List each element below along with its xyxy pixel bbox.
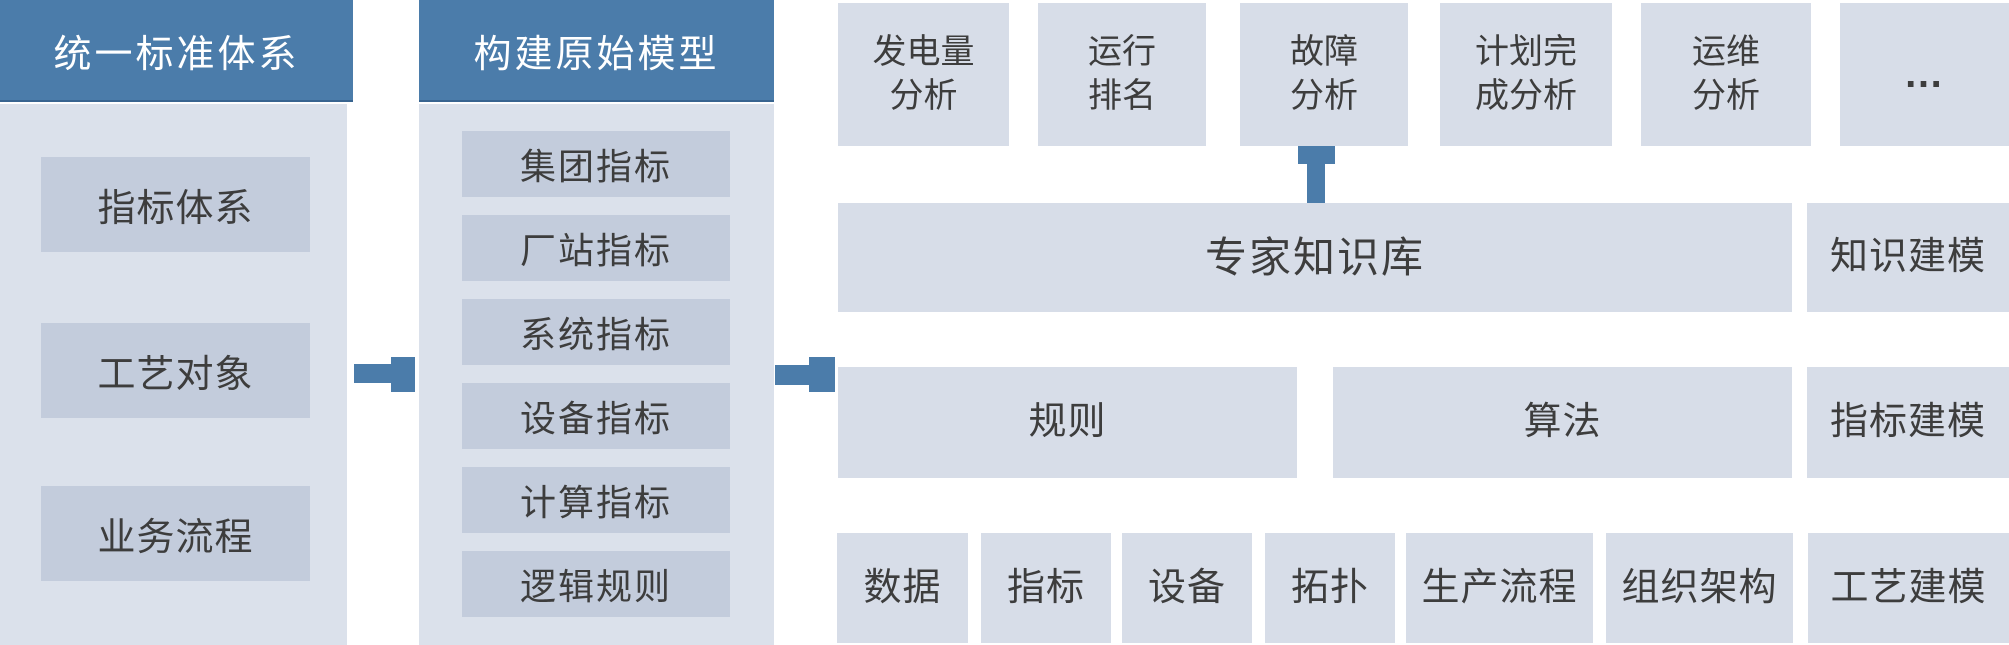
model-item-group-indicator: 集团指标 [462, 131, 730, 197]
model-column-header: 构建原始模型 [419, 0, 774, 102]
arrow-head [809, 357, 835, 392]
object-box-organization-structure: 组织架构 [1606, 533, 1793, 643]
analysis-box-fault-analysis: 故障 分析 [1240, 3, 1408, 146]
standard-item-business-process: 业务流程 [41, 486, 310, 581]
analysis-box-power-generation: 发电量 分析 [838, 3, 1009, 146]
arrow-head [1298, 146, 1335, 164]
analysis-box-operation-maintenance: 运维 分析 [1641, 3, 1811, 146]
object-box-topology: 拓扑 [1265, 533, 1395, 643]
model-item-equipment-indicator: 设备指标 [462, 383, 730, 449]
object-box-production-process: 生产流程 [1406, 533, 1593, 643]
object-box-indicator: 指标 [981, 533, 1111, 643]
analysis-box-operation-ranking: 运行 排名 [1038, 3, 1206, 146]
arrow-head [391, 357, 415, 392]
model-item-plant-indicator: 厂站指标 [462, 215, 730, 281]
analysis-box-more-ellipsis: … [1840, 3, 2009, 146]
standard-item-process-object: 工艺对象 [41, 323, 310, 418]
arrow-bar [1307, 164, 1325, 203]
analysis-box-plan-completion: 计划完 成分析 [1440, 3, 1612, 146]
arrow-bar [354, 364, 391, 383]
knowledge-modeling-box: 知识建模 [1807, 203, 2009, 312]
model-item-logic-rule: 逻辑规则 [462, 551, 730, 617]
process-modeling-box: 工艺建模 [1808, 533, 2009, 643]
standard-column-header: 统一标准体系 [0, 0, 353, 102]
arrow-bar [775, 365, 809, 385]
algorithm-box: 算法 [1333, 367, 1792, 478]
rule-box: 规则 [838, 367, 1297, 478]
expert-knowledge-base-box: 专家知识库 [838, 203, 1792, 312]
object-box-data: 数据 [837, 533, 968, 643]
model-item-system-indicator: 系统指标 [462, 299, 730, 365]
indicator-modeling-box: 指标建模 [1807, 367, 2009, 478]
model-item-calculation-indicator: 计算指标 [462, 467, 730, 533]
standard-item-indicator-system: 指标体系 [41, 157, 310, 252]
object-box-equipment: 设备 [1122, 533, 1252, 643]
